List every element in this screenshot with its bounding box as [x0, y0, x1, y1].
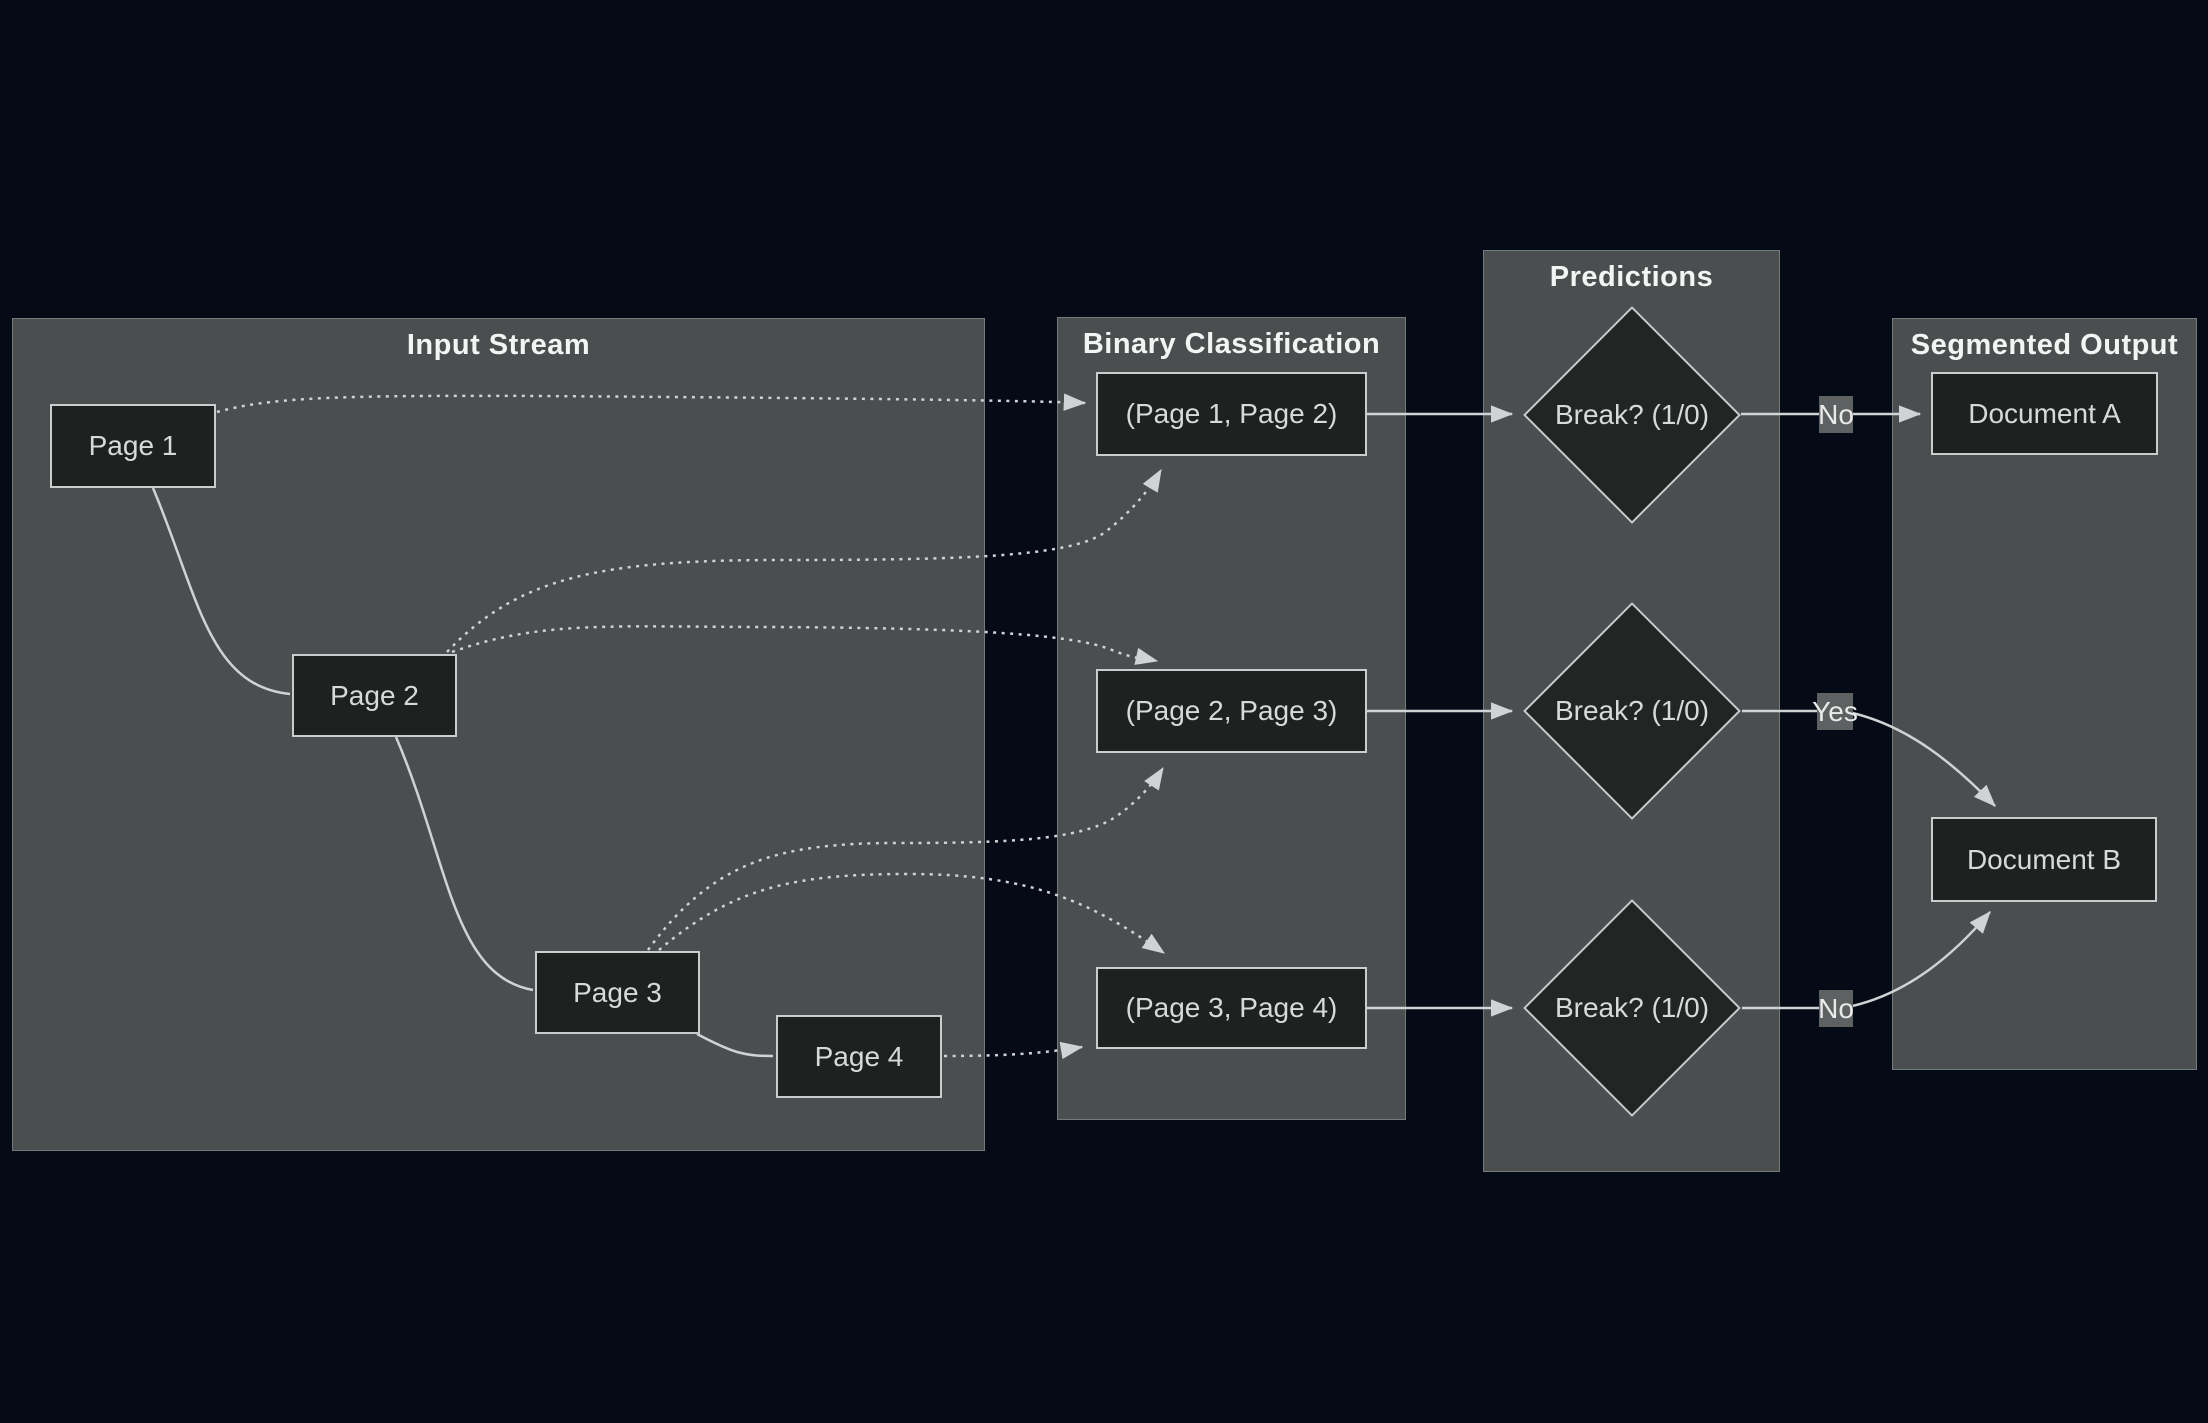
- node-break2-label: Break? (1/0): [1554, 695, 1710, 726]
- edge-break2-doc-b: [1742, 709, 1996, 807]
- edge-page2-page3: [394, 736, 534, 992]
- edge-page2-pair23: [451, 625, 1159, 665]
- edge-break3-doc-b: [1742, 911, 1991, 1010]
- node-document-a: Document A: [1931, 372, 2158, 455]
- node-page1-label: Page 1: [88, 430, 178, 461]
- node-document-a-label: Document A: [1968, 397, 2121, 429]
- edge-page3-page4: [696, 1032, 774, 1058]
- edge-page1-pair12: [216, 393, 1087, 414]
- node-document-b: Document B: [1931, 817, 2157, 902]
- container-title-binary-classification: Binary Classification: [1082, 328, 1381, 360]
- container-title-input-stream: Input Stream: [406, 329, 591, 361]
- edge-page1-page2: [151, 487, 291, 696]
- node-document-b-label: Document B: [1966, 843, 2122, 875]
- node-page4-label: Page 4: [814, 1040, 904, 1072]
- node-pair34-label: (Page 3, Page 4): [1125, 992, 1338, 1023]
- node-pair23-label: (Page 2, Page 3): [1125, 695, 1338, 726]
- node-break3-label: Break? (1/0): [1554, 992, 1710, 1023]
- node-page4: Page 4: [776, 1015, 942, 1098]
- node-pair12: (Page 1, Page 2): [1096, 372, 1367, 456]
- edge-label-no-2-text: No: [1818, 992, 1854, 1024]
- node-page3: Page 3: [535, 951, 700, 1034]
- node-page2-label: Page 2: [330, 679, 419, 711]
- edge-page3-pair23: [646, 766, 1165, 951]
- edge-label-no-1-text: No: [1818, 398, 1854, 430]
- node-page3-label: Page 3: [573, 976, 662, 1008]
- node-pair34: (Page 3, Page 4): [1096, 967, 1367, 1049]
- node-break1-label: Break? (1/0): [1554, 399, 1710, 430]
- node-page2: Page 2: [292, 654, 457, 737]
- node-pair23: (Page 2, Page 3): [1096, 669, 1367, 753]
- edge-label-no-1: No: [1818, 396, 1854, 433]
- edge-label-yes: Yes: [1812, 693, 1858, 730]
- container-title-segmented-output: Segmented Output: [1910, 329, 2179, 361]
- edge-page3-pair34: [658, 872, 1166, 955]
- edge-label-no-2: No: [1818, 990, 1854, 1027]
- node-page1: Page 1: [50, 404, 216, 488]
- edge-page2-pair12: [446, 468, 1163, 653]
- edge-page4-pair34: [943, 1041, 1084, 1060]
- edge-label-yes-text: Yes: [1812, 695, 1858, 727]
- node-pair12-label: (Page 1, Page 2): [1125, 398, 1338, 429]
- container-title-predictions: Predictions: [1549, 261, 1714, 293]
